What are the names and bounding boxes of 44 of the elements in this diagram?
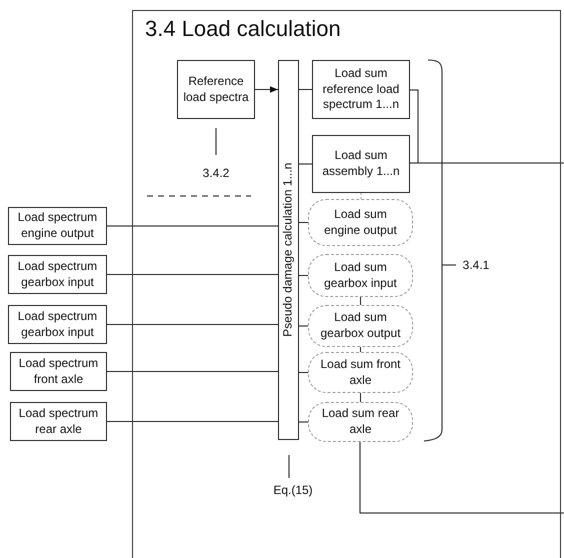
node-label: Load sum engine output bbox=[323, 206, 398, 238]
connector-line bbox=[298, 222, 308, 223]
section-title: 3.4 Load calculation bbox=[145, 15, 341, 43]
node-label: Load spectrum front axle bbox=[18, 356, 100, 388]
connector-line bbox=[360, 392, 361, 402]
connector-line bbox=[360, 442, 564, 514]
process-box bbox=[8, 305, 107, 344]
node-label: Load sum gearbox input bbox=[323, 260, 398, 292]
node-label: Load spectrum gearbox input bbox=[16, 308, 98, 340]
node-label: Pseudo damage calculation 1...n bbox=[280, 162, 296, 338]
process-box bbox=[8, 207, 107, 245]
connector-line bbox=[298, 372, 308, 373]
process-box bbox=[177, 60, 255, 119]
connector-line bbox=[106, 324, 278, 325]
process-box bbox=[10, 352, 107, 391]
arrow bbox=[254, 86, 278, 93]
node-label: Load sum rear axle bbox=[320, 406, 400, 438]
section-frame bbox=[132, 10, 561, 558]
connector-line bbox=[106, 274, 278, 275]
process-box bbox=[312, 60, 410, 119]
node-label: Load spectrum rear axle bbox=[18, 406, 100, 438]
process-box bbox=[8, 255, 107, 294]
node-label: Load spectrum gearbox input bbox=[16, 258, 98, 290]
node-label: Load sum gearbox output bbox=[319, 310, 402, 342]
connector-line bbox=[298, 89, 312, 90]
connector-line bbox=[410, 162, 564, 164]
process-box bbox=[10, 402, 107, 441]
connector-line bbox=[106, 421, 278, 422]
node-label: Load sum assembly 1...n bbox=[321, 148, 401, 180]
connector-line bbox=[360, 346, 361, 352]
process-bar bbox=[278, 60, 299, 440]
process-box bbox=[312, 135, 410, 193]
connector-line bbox=[360, 296, 361, 306]
node-label: Load sum reference load spectrum 1...n bbox=[322, 66, 400, 113]
connector-line bbox=[360, 192, 362, 200]
rounded-dashed-box bbox=[308, 254, 413, 297]
reference-label: 3.4.1 bbox=[462, 258, 490, 272]
reference-label: 3.4.2 bbox=[202, 166, 230, 180]
node-label: Load sum front axle bbox=[319, 356, 402, 388]
node-label: Load spectrum engine output bbox=[16, 210, 98, 242]
node-label: Reference load spectra bbox=[182, 74, 250, 106]
connector-line bbox=[106, 371, 278, 372]
reference-label: Eq.(15) bbox=[273, 483, 313, 497]
connector-line bbox=[298, 275, 308, 276]
